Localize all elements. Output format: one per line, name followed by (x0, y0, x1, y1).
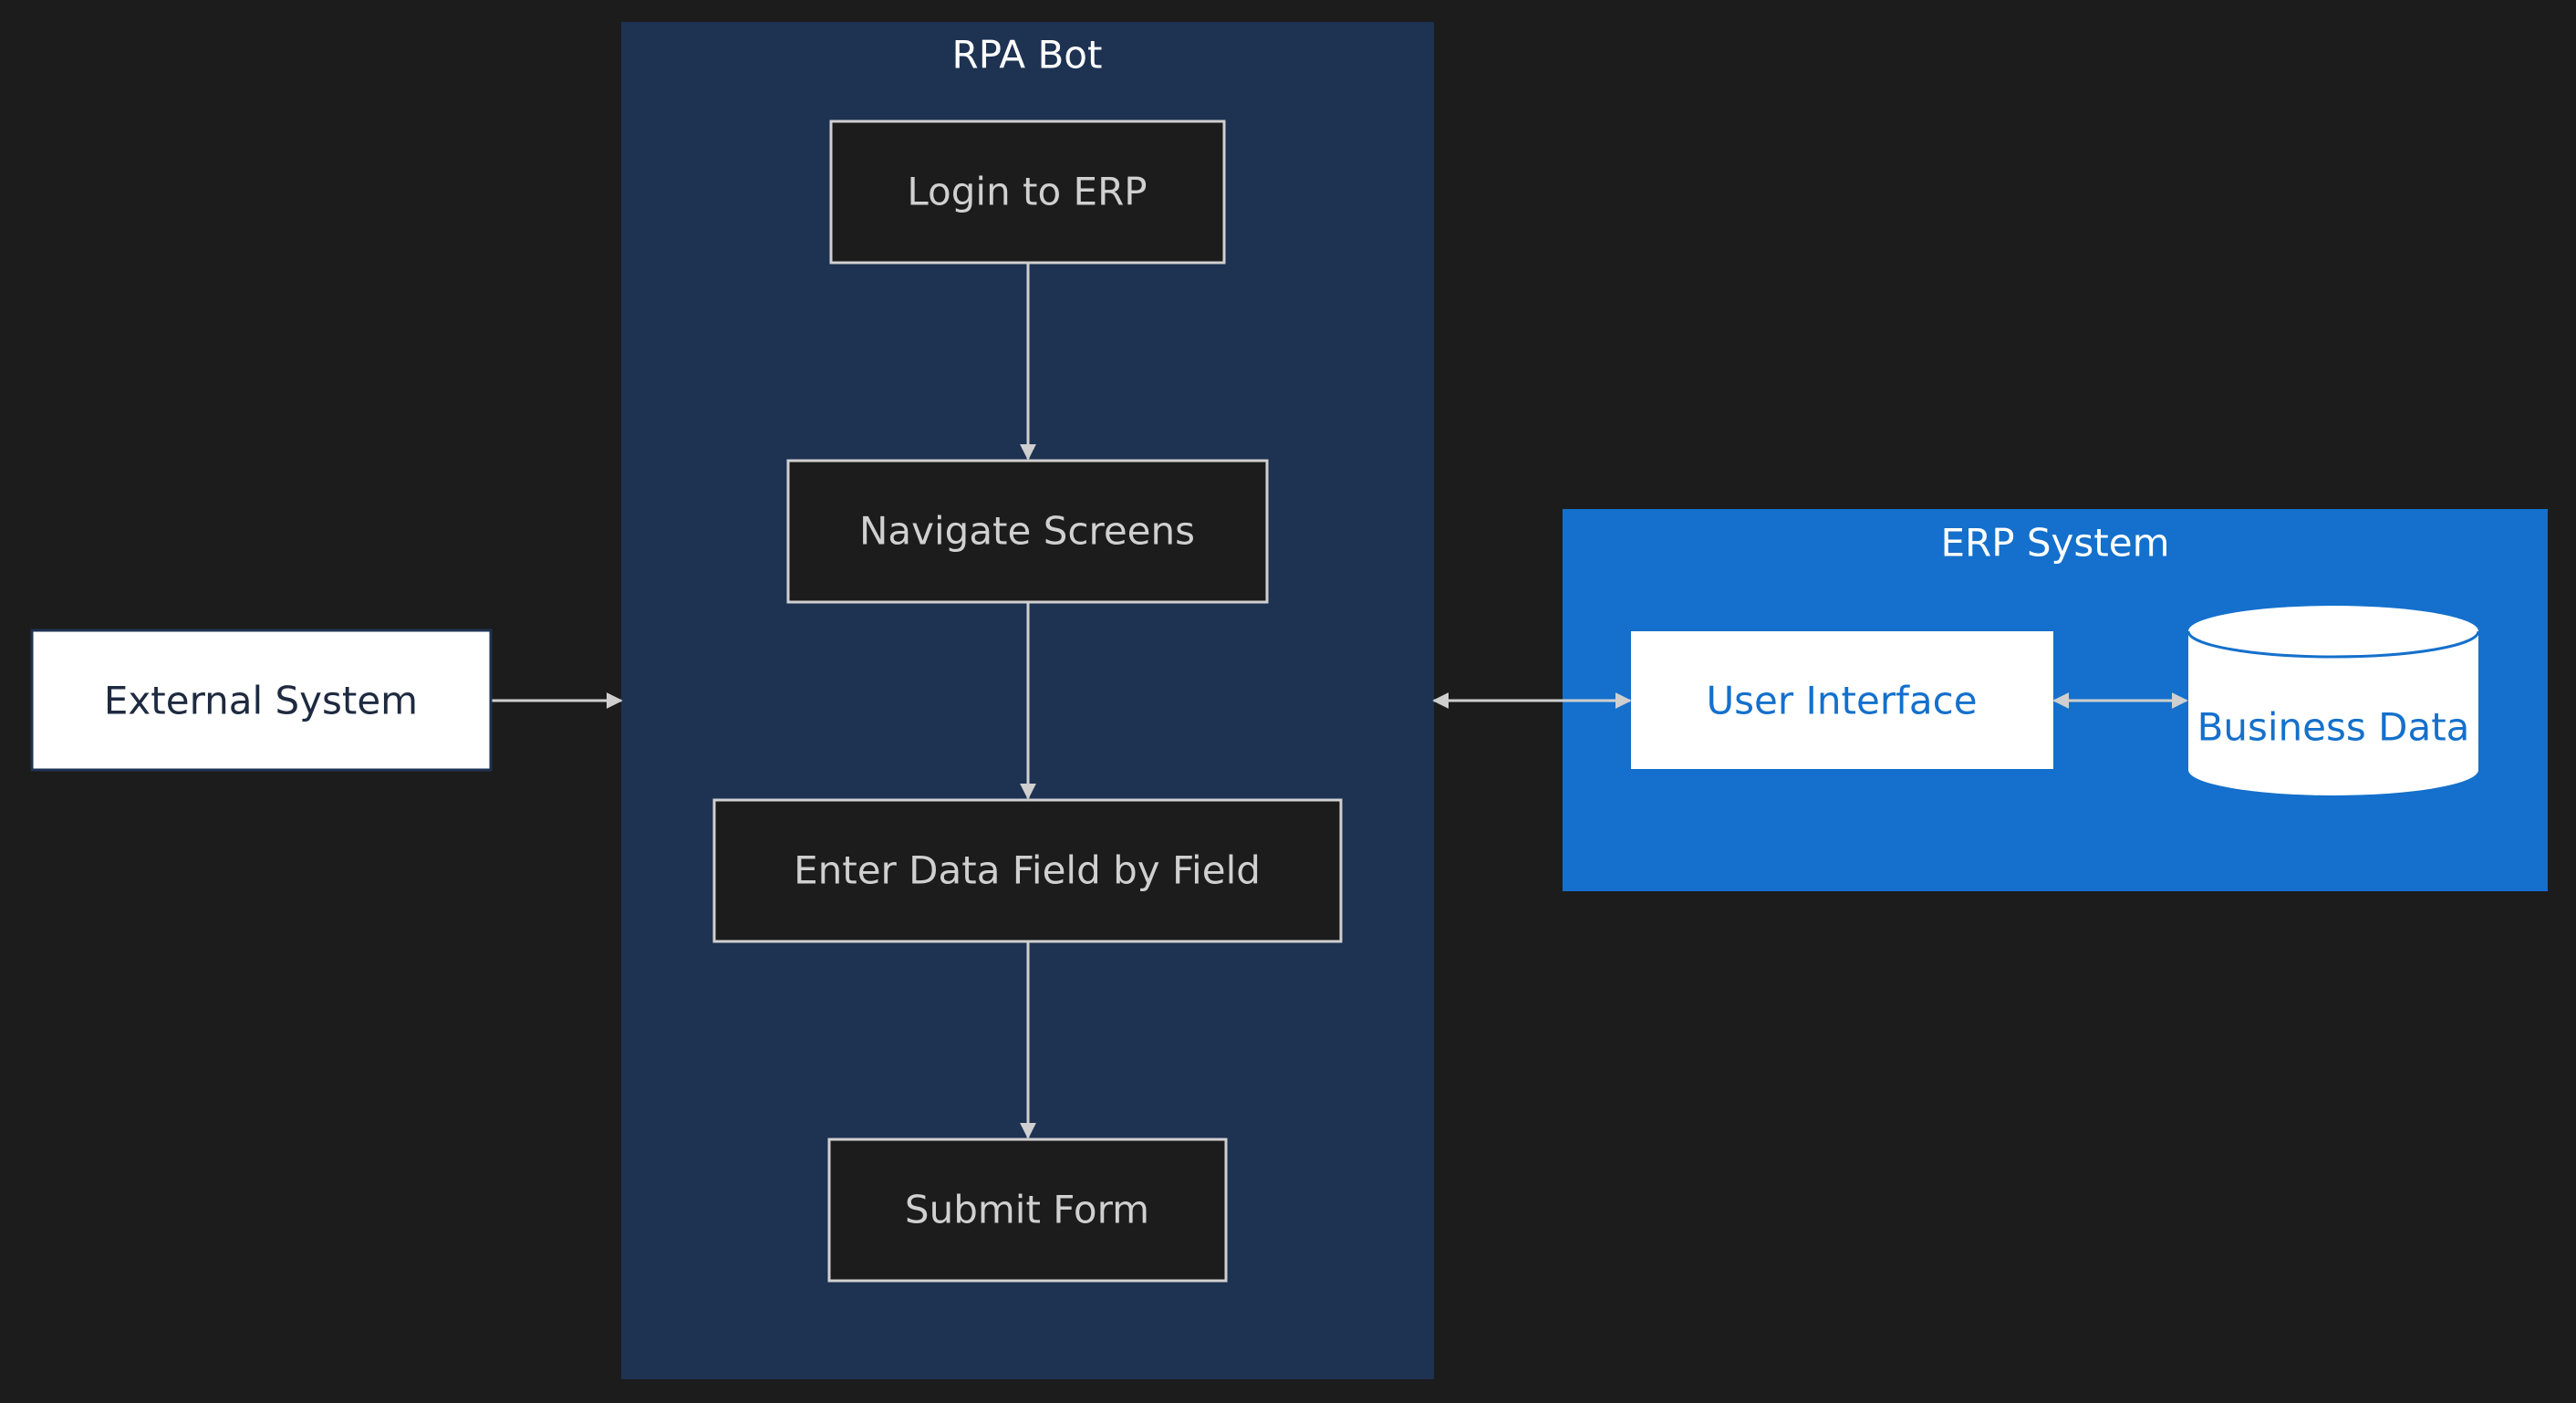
database-cylinder-rim (2186, 630, 2480, 659)
cluster-rpa-bot-title: RPA Bot (952, 33, 1103, 78)
node-navigate-screens-box (786, 459, 1269, 604)
node-user-interface-label: User Interface (1706, 679, 1977, 723)
node-login-to-erp-label: Login to ERP (907, 170, 1147, 214)
node-navigate-screens[interactable]: Navigate Screens (786, 459, 1269, 604)
node-enter-data[interactable]: Enter Data Field by Field (712, 798, 1343, 943)
node-login-to-erp-box (829, 120, 1226, 265)
edges (492, 263, 2188, 1139)
node-external-system-box (30, 629, 493, 772)
node-navigate-screens-label: Navigate Screens (859, 509, 1195, 554)
node-enter-data-box (712, 798, 1343, 943)
node-login-to-erp[interactable]: Login to ERP (829, 120, 1226, 265)
node-submit-form[interactable]: Submit Form (827, 1138, 1228, 1283)
node-external-system[interactable]: External System (30, 629, 493, 772)
database-cylinder-icon (2188, 606, 2478, 795)
node-submit-form-label: Submit Form (905, 1188, 1149, 1232)
node-business-data-label: Business Data (2197, 705, 2470, 750)
cluster-erp-system-title: ERP System (1940, 521, 2169, 566)
node-enter-data-label: Enter Data Field by Field (794, 848, 1261, 893)
node-user-interface-box (1631, 631, 2053, 769)
node-business-data[interactable]: Business Data (2186, 606, 2480, 795)
node-submit-form-box (827, 1138, 1228, 1283)
node-user-interface[interactable]: User Interface (1631, 631, 2053, 769)
node-external-system-label: External System (104, 679, 418, 723)
